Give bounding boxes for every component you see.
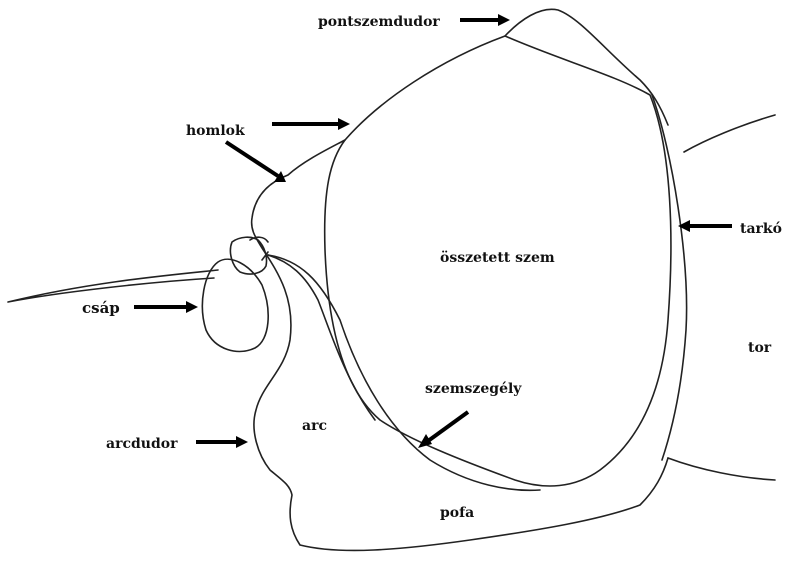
label-pofa: pofa (440, 505, 474, 521)
thorax-outline (668, 115, 775, 480)
arrow-pontszemdudor (460, 14, 510, 26)
antenna-arista (8, 270, 218, 302)
occiput-outline (652, 95, 687, 460)
label-homlok: homlok (186, 123, 245, 139)
arrow-szemszegely (418, 412, 468, 448)
label-csap: csáp (82, 299, 120, 317)
label-osszetett-szem: összetett szem (440, 250, 555, 266)
arrow-homlok-down (226, 142, 286, 182)
arrow-tarko (678, 220, 732, 232)
label-pontszemdudor: pontszemdudor (318, 14, 440, 30)
arrow-arcdudor (196, 436, 248, 448)
label-arc: arc (302, 418, 327, 434)
arrow-csap (134, 301, 198, 313)
label-szemszegely: szemszegély (425, 381, 522, 397)
cheek-line (268, 255, 375, 420)
head-outline (252, 140, 668, 550)
arrow-homlok-right (272, 118, 350, 130)
label-tor: tor (748, 340, 772, 356)
eye-rim (268, 255, 540, 490)
label-tarko: tarkó (740, 221, 782, 237)
label-arcdudor: arcdudor (106, 436, 178, 452)
